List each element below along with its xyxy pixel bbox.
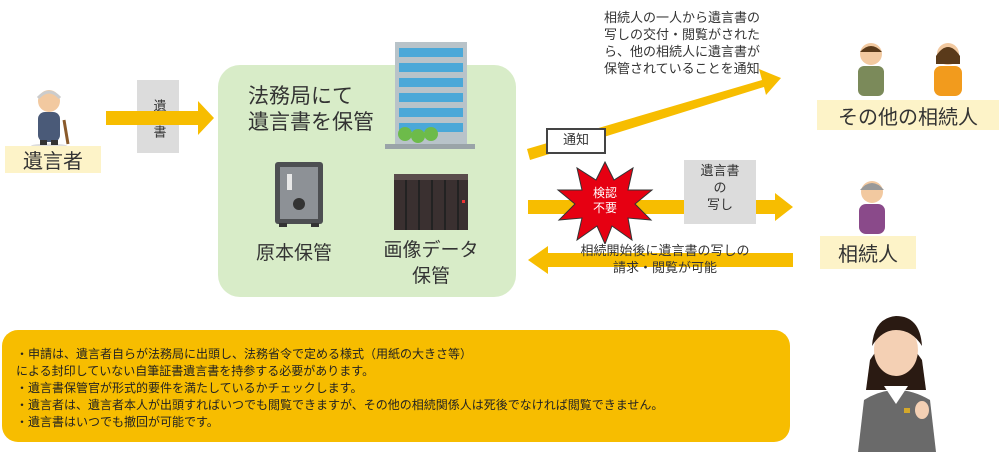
request-text-line1: 相続開始後に遺言書の写しの	[555, 243, 775, 260]
server-icon	[392, 172, 470, 232]
other-heirs-figures	[848, 40, 978, 100]
other-heirs-label: その他の相続人	[817, 100, 999, 130]
copy-doc-line2: の	[684, 180, 756, 197]
other-heirs-label-text: その他の相続人	[838, 101, 978, 130]
note-line: ・申請は、遺言者自らが法務局に出頭し、法務省令で定める様式（用紙の大きさ等）	[16, 345, 472, 362]
notice-text-line: ら、他の相続人に遺言書が	[604, 44, 760, 61]
heir-figure	[852, 176, 892, 238]
notice-text: 相続人の一人から遺言書の 写しの交付・閲覧がされた ら、他の相続人に遺言書が 保…	[604, 10, 760, 78]
note-line: による封印していない自筆証書遺言書を持参する必要があります。	[16, 362, 374, 379]
notice-text-line: 写しの交付・閲覧がされた	[604, 27, 760, 44]
speaker-figure	[840, 300, 950, 452]
bureau-title-line2: 遺言書を保管	[248, 109, 374, 135]
notice-text-line: 相続人の一人から遺言書の	[604, 10, 760, 27]
image-storage-line2: 保管	[379, 263, 483, 289]
man-icon	[858, 43, 884, 96]
will-copy-document: 遺言書 の 写し	[684, 160, 756, 224]
inspection-line1: 検認	[580, 186, 630, 201]
note-line: ・遺言者は、遺言者本人が出頭すればいつでも閲覧できますが、その他の相続関係人は死…	[16, 396, 663, 413]
note-line: ・遺言書はいつでも撤回が可能です。	[16, 413, 219, 430]
copy-doc-line3: 写し	[684, 197, 756, 214]
original-storage-label: 原本保管	[256, 238, 332, 265]
request-text-line2: 請求・閲覧が可能	[555, 260, 775, 277]
arrow-testator-to-bureau	[106, 101, 214, 135]
businesswoman-icon	[840, 300, 950, 452]
image-storage-line1: 画像データ	[379, 237, 483, 263]
image-storage-label: 画像データ 保管	[379, 237, 483, 289]
notice-text-line: 保管されていることを通知	[604, 61, 760, 78]
woman-icon	[934, 43, 962, 96]
inspection-text: 検認 不要	[580, 186, 630, 216]
heir-label-text: 相続人	[838, 238, 898, 267]
inspection-line2: 不要	[580, 201, 630, 216]
note-line: ・遺言書保管官が形式的要件を満たしているかチェックします。	[16, 379, 362, 396]
building-icon	[385, 38, 475, 152]
heir-label: 相続人	[820, 236, 916, 269]
notice-tag: 通知	[546, 128, 606, 154]
copy-doc-line1: 遺言書	[684, 163, 756, 180]
bureau-title-line1: 法務局にて	[248, 83, 374, 109]
request-text: 相続開始後に遺言書の写しの 請求・閲覧が可能	[555, 243, 775, 277]
bureau-title: 法務局にて 遺言書を保管	[248, 83, 374, 135]
safe-icon	[273, 160, 325, 228]
